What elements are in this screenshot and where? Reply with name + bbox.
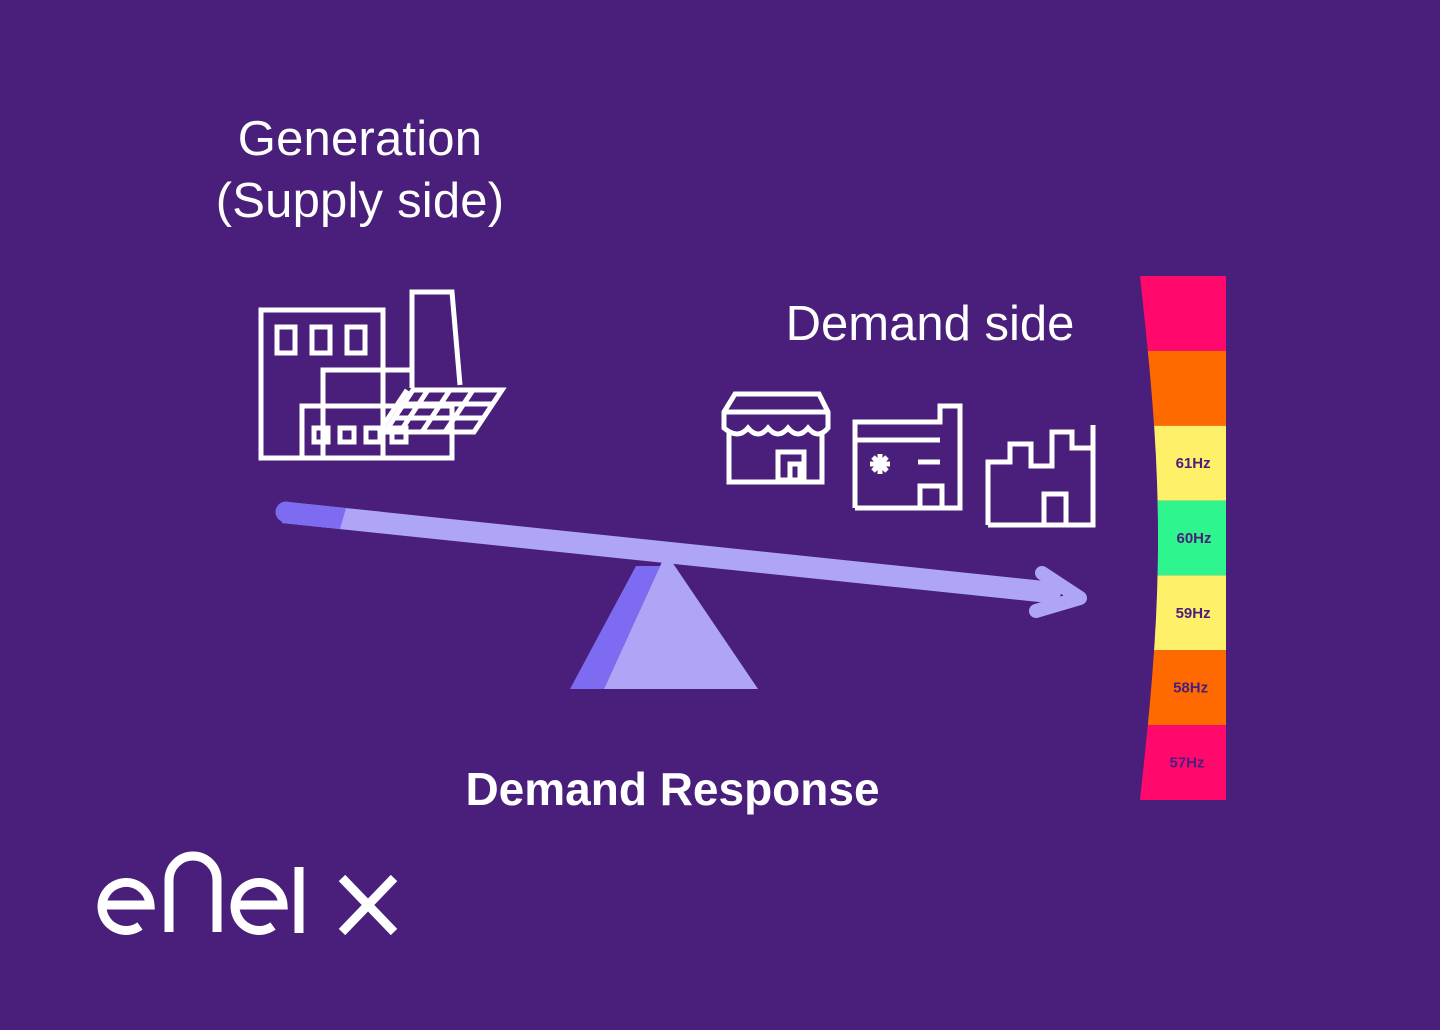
seesaw-beam-arrow (275, 501, 1087, 618)
frequency-label: 59Hz (1176, 605, 1211, 622)
factory-with-solar-panel-icon (258, 289, 507, 461)
frequency-band (1140, 276, 1226, 351)
generation-title-line2: (Supply side) (215, 174, 505, 228)
frequency-band (1154, 575, 1226, 651)
frequency-band (1140, 725, 1226, 800)
frequency-band (1154, 425, 1226, 501)
frequency-label: 57Hz (1169, 755, 1204, 772)
cold-storage-building-icon (852, 403, 963, 511)
shop-icon (721, 391, 831, 485)
frequency-band (1157, 500, 1226, 576)
seesaw-fulcrum (570, 553, 758, 689)
enel-x-logo (97, 851, 398, 936)
frequency-scale: 61Hz 60Hz 59Hz 58Hz 57Hz (1140, 276, 1226, 800)
demand-response-label: Demand Response (465, 763, 880, 815)
generation-title: Generation (Supply side) (160, 108, 560, 232)
frequency-label: 58Hz (1173, 680, 1208, 697)
frequency-band (1147, 650, 1226, 726)
frequency-label: 60Hz (1176, 530, 1211, 547)
frequency-band (1147, 350, 1226, 426)
frequency-label: 61Hz (1176, 455, 1211, 472)
demand-side-title: Demand side (785, 297, 1075, 351)
generation-title-line1: Generation (237, 112, 483, 166)
industrial-building-icon (985, 425, 1096, 528)
